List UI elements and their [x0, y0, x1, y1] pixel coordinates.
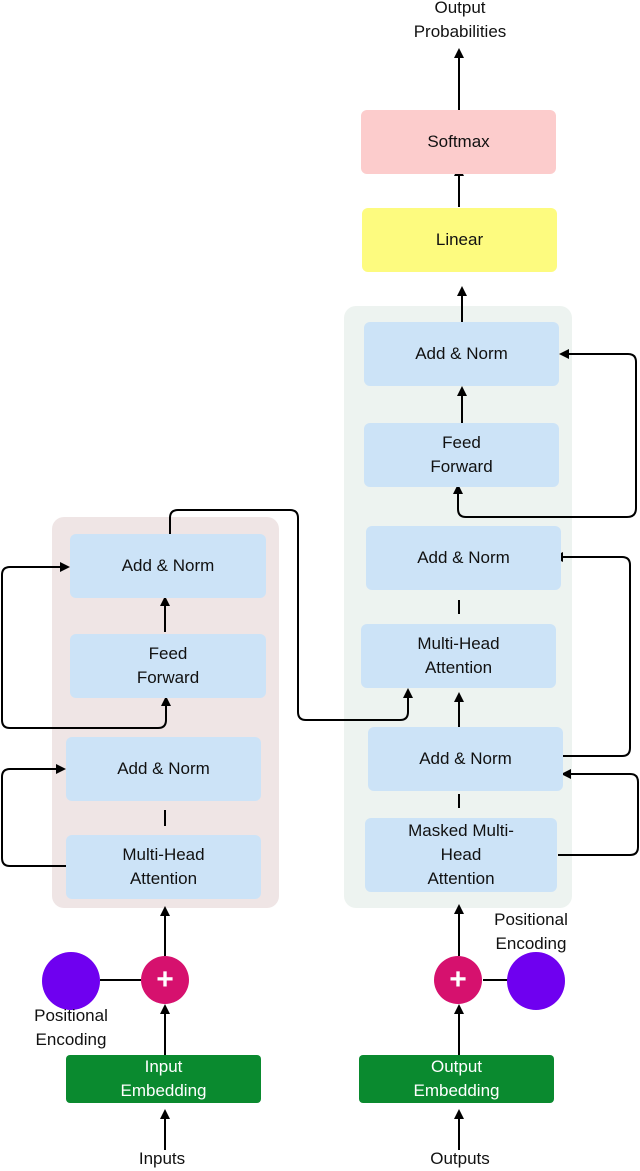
decoder-positional-encoding-circle [507, 952, 565, 1010]
decoder-add-norm-top: Add & Norm [364, 322, 559, 386]
encoder-positional-encoding-circle [42, 952, 100, 1010]
encoder-add-norm-top: Add & Norm [70, 534, 266, 598]
encoder-add-norm-low: Add & Norm [66, 737, 261, 801]
decoder-add-norm-mid: Add & Norm [366, 526, 561, 590]
inputs-label: Inputs [138, 1149, 186, 1168]
outputs-label: Outputs [430, 1149, 490, 1168]
softmax-block: Softmax [361, 110, 556, 174]
decoder-add-icon: + [434, 956, 482, 1004]
linear-block: Linear [362, 208, 557, 272]
encoder-add-icon: + [141, 956, 189, 1004]
decoder-add-norm-low: Add & Norm [368, 727, 563, 791]
